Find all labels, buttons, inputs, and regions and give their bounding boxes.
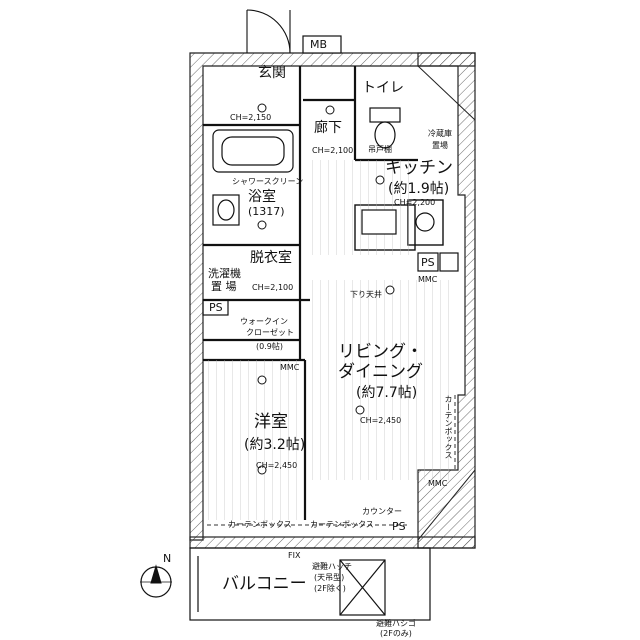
fridge-label-1: 冷蔵庫 bbox=[428, 129, 452, 138]
hatch-label-1: 避難ハッチ bbox=[312, 562, 352, 571]
hatch-label-2: (天吊型) bbox=[314, 573, 345, 582]
hatch-label-3: (2F除く) bbox=[314, 584, 346, 593]
mmc-label-1: MMC bbox=[418, 275, 438, 284]
kitchen-sink bbox=[361, 209, 435, 235]
wash-basin bbox=[212, 194, 240, 226]
balcony bbox=[189, 547, 431, 621]
room-toilet-label: トイレ bbox=[362, 80, 404, 96]
living-size: (約7.7帖) bbox=[356, 385, 418, 401]
room-living-label-1: リビング・ bbox=[338, 342, 423, 362]
shower-screen-label: シャワースクリーン bbox=[232, 177, 304, 186]
downlight-label-1: 下り天井 bbox=[350, 290, 382, 299]
room-western-label: 洋室 bbox=[254, 412, 288, 432]
room-entrance-label: 玄関 bbox=[258, 65, 286, 81]
curtain-box-vertical-label: カーテンボックス bbox=[444, 395, 453, 459]
walk-in-label-3: (0.9帖) bbox=[256, 342, 283, 351]
fridge-label-2: 置場 bbox=[432, 141, 448, 150]
kitchen-ceiling-height: CH=2,200 bbox=[394, 198, 436, 207]
washing-machine-label-1: 洗濯機 bbox=[208, 267, 241, 280]
room-living-label-2: ダイニング bbox=[338, 362, 423, 382]
curtain-box-label-1: カーテンボックス bbox=[228, 520, 292, 529]
counter-label: カウンター bbox=[362, 507, 402, 516]
kitchen-size: (約1.9帖) bbox=[388, 181, 450, 197]
right-structure bbox=[417, 65, 476, 541]
entrance-ceiling-height: CH=2,150 bbox=[230, 113, 272, 122]
light-markers bbox=[257, 103, 395, 475]
compass-north-label: N bbox=[163, 552, 172, 565]
room-bath-label: 浴室 bbox=[248, 189, 276, 205]
western-size: (約3.2帖) bbox=[244, 437, 306, 453]
western-ceiling-height: CH=2,450 bbox=[256, 461, 298, 470]
ps-label-2: PS bbox=[421, 256, 435, 269]
ps-label-3: PS bbox=[392, 520, 406, 533]
ladder-label-1: 避難ハシゴ bbox=[376, 619, 416, 628]
walk-in-label-1: ウォークイン bbox=[240, 317, 288, 326]
corridor-ceiling-height: CH=2,100 bbox=[312, 146, 354, 155]
toilet-hanging-shelf: 吊戸棚 bbox=[368, 145, 392, 154]
mmc-label-2: MMC bbox=[280, 363, 300, 372]
floor-texture bbox=[207, 160, 455, 520]
fix-label: FIX bbox=[288, 551, 301, 560]
washing-machine-label-2: 置 場 bbox=[211, 280, 237, 293]
bathtub bbox=[212, 129, 294, 173]
room-kitchen-label: キッチン bbox=[385, 158, 453, 178]
walk-in-label-2: クローゼット bbox=[246, 328, 294, 337]
living-ceiling-height: CH=2,450 bbox=[360, 416, 402, 425]
ps-label-1: PS bbox=[209, 301, 223, 314]
mb-label: MB bbox=[310, 38, 328, 51]
curtain-box-lines bbox=[207, 395, 456, 526]
ladder-label-2: (2Fのみ) bbox=[380, 629, 412, 638]
toilet-fixture bbox=[369, 107, 401, 149]
room-balcony-label: バルコニー bbox=[222, 574, 307, 594]
bath-size: (1317) bbox=[248, 205, 285, 218]
mmc-label-3: MMC bbox=[428, 479, 448, 488]
room-dressing-label: 脱衣室 bbox=[250, 250, 292, 266]
compass-icon bbox=[140, 564, 172, 598]
room-corridor-label: 廊下 bbox=[314, 120, 342, 136]
dressing-ceiling-height: CH=2,100 bbox=[252, 283, 294, 292]
entrance-door bbox=[246, 9, 291, 54]
curtain-box-label-2: カーテンボックス bbox=[310, 520, 374, 529]
